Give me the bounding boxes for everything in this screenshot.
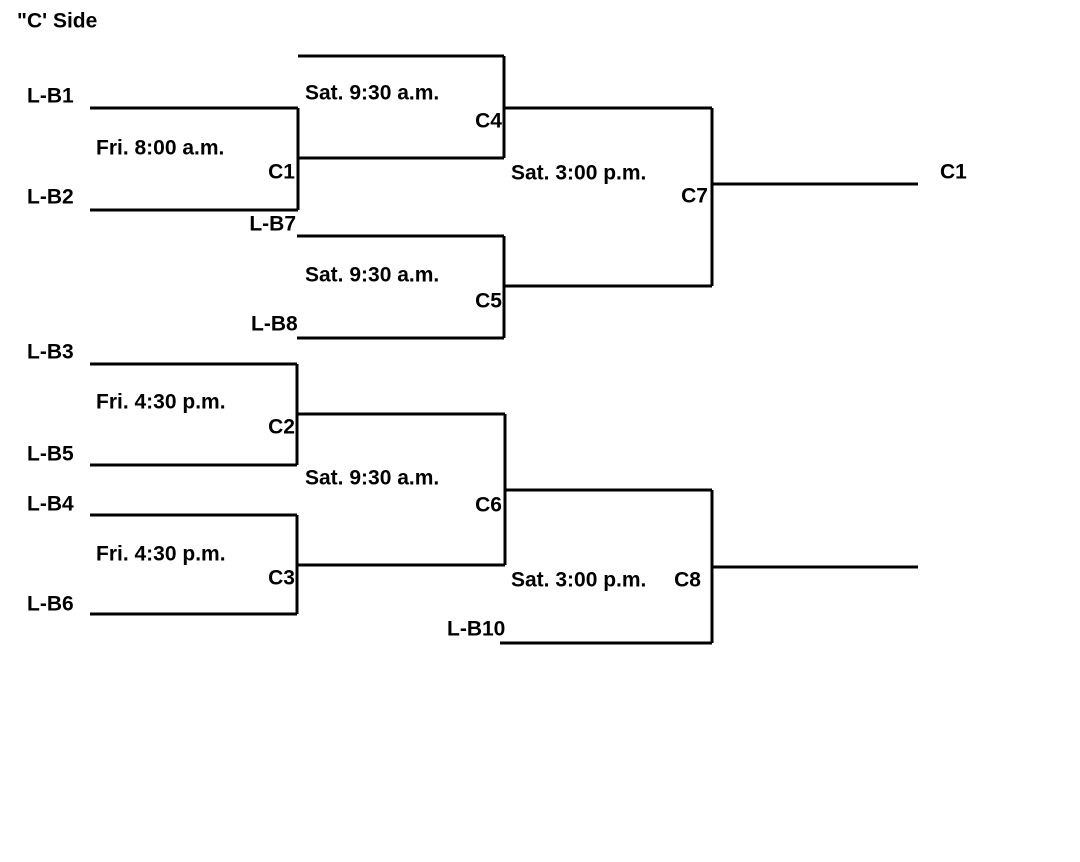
entrant-label-l-b10: L-B10 bbox=[447, 617, 506, 641]
time-label-c6: Sat. 9:30 a.m. bbox=[305, 466, 440, 490]
entrant-label-l-b4: L-B4 bbox=[27, 492, 74, 516]
entrant-label-l-b8: L-B8 bbox=[251, 312, 298, 336]
entrant-label-l-b3: L-B3 bbox=[27, 340, 74, 364]
game-label-c6: C6 bbox=[475, 493, 502, 517]
time-label-c1: Fri. 8:00 a.m. bbox=[96, 136, 225, 160]
time-label-c8: Sat. 3:00 p.m. bbox=[511, 568, 647, 592]
entrant-label-l-b5: L-B5 bbox=[27, 442, 74, 466]
entrant-label-l-b6: L-B6 bbox=[27, 592, 74, 616]
entrant-label-l-b2: L-B2 bbox=[27, 185, 74, 209]
game-label-c8: C8 bbox=[674, 568, 701, 592]
game-label-c2: C2 bbox=[268, 415, 295, 439]
side-title: "C' Side bbox=[17, 9, 98, 33]
game-label-c1: C1 bbox=[268, 160, 295, 184]
time-label-c7: Sat. 3:00 p.m. bbox=[511, 161, 647, 185]
game-label-c5: C5 bbox=[475, 289, 502, 313]
entrant-label-l-b1: L-B1 bbox=[27, 84, 74, 108]
time-label-c3: Fri. 4:30 p.m. bbox=[96, 542, 226, 566]
game-label-c4: C4 bbox=[475, 109, 502, 133]
entrant-label-l-b7: L-B7 bbox=[249, 212, 296, 236]
time-label-c2: Fri. 4:30 p.m. bbox=[96, 390, 226, 414]
game-label-c7: C7 bbox=[681, 184, 708, 208]
final-label-c1: C1 bbox=[940, 160, 967, 184]
time-label-c4: Sat. 9:30 a.m. bbox=[305, 81, 440, 105]
game-label-c3: C3 bbox=[268, 566, 295, 590]
time-label-c5: Sat. 9:30 a.m. bbox=[305, 263, 440, 287]
